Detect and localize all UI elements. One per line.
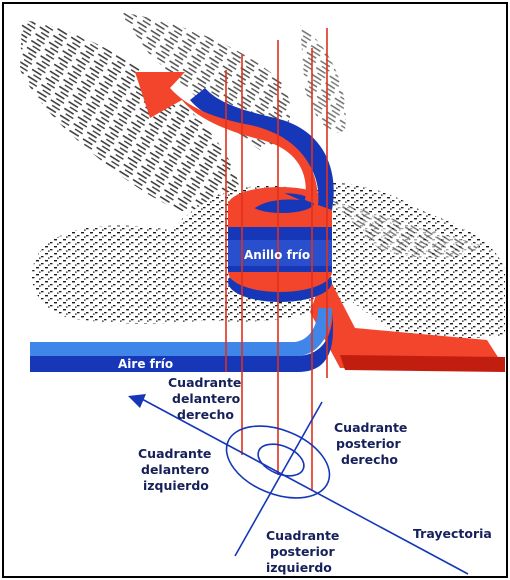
label-trayectoria: Trayectoria [413,526,492,541]
label-cuadrante-posterior-izquierdo: Cuadrante posterior izquierdo [266,528,344,575]
label-cuadrante-delantero-derecho: Cuadrante delantero derecho [168,375,246,422]
label-anillo-frio: Anillo frío [244,248,310,262]
label-cuadrante-delantero-izquierdo: Cuadrante delantero izquierdo [138,446,216,493]
trajectory-arrowhead [128,394,146,408]
cloud-streaks [20,12,346,218]
label-cuadrante-posterior-derecho: Cuadrante posterior derecho [334,420,412,467]
label-aire-frio: Aire frío [118,357,173,371]
